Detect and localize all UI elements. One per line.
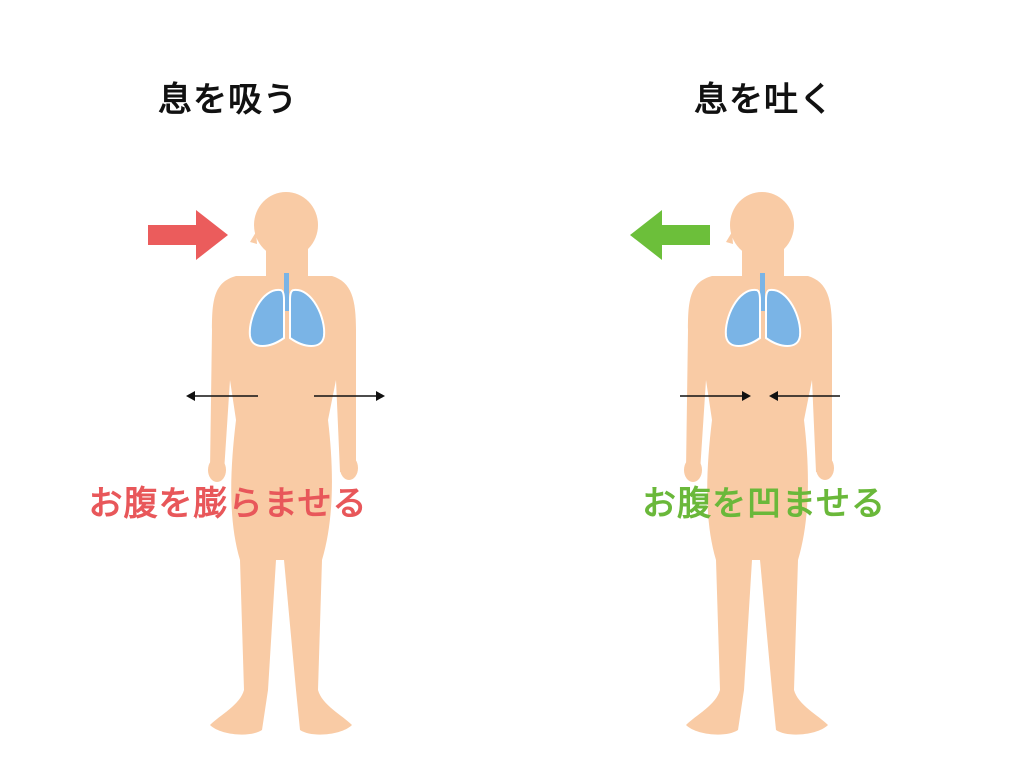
neck bbox=[266, 248, 308, 276]
nose bbox=[250, 232, 257, 244]
lungs bbox=[248, 273, 326, 347]
neck bbox=[742, 248, 784, 276]
body-silhouette bbox=[208, 192, 358, 735]
right-hand bbox=[340, 456, 358, 480]
left-lung bbox=[248, 288, 285, 347]
head bbox=[730, 192, 794, 258]
inhale-panel: 息を吸う bbox=[88, 80, 385, 735]
inhale-title: 息を吸う bbox=[158, 80, 298, 120]
left-lung bbox=[724, 288, 761, 347]
belly-arrow-left bbox=[186, 391, 258, 401]
nose bbox=[726, 232, 733, 244]
torso bbox=[686, 276, 832, 735]
left-hand bbox=[208, 458, 226, 482]
trachea bbox=[760, 273, 765, 311]
exhale-caption: お腹を凹ませる bbox=[642, 484, 886, 524]
belly-arrows-inward bbox=[680, 391, 840, 401]
arrow-right-icon bbox=[148, 210, 228, 260]
belly-arrow-right bbox=[314, 391, 385, 401]
trachea bbox=[284, 273, 289, 311]
exhale-title: 息を吐く bbox=[694, 80, 834, 120]
belly-arrows-outward bbox=[186, 391, 385, 401]
inhale-figure bbox=[148, 192, 385, 735]
arrow-left-icon bbox=[630, 210, 710, 260]
right-lung bbox=[765, 288, 802, 347]
left-hand bbox=[684, 458, 702, 482]
right-lung bbox=[289, 288, 326, 347]
inhale-caption: お腹を膨らませる bbox=[88, 484, 368, 524]
exhale-panel: 息を吐く bbox=[512, 0, 1024, 768]
exhale-figure bbox=[630, 192, 840, 735]
belly-arrow-left bbox=[680, 391, 751, 401]
belly-arrow-right bbox=[769, 391, 840, 401]
lungs bbox=[724, 273, 802, 347]
head bbox=[254, 192, 318, 258]
torso bbox=[210, 276, 356, 735]
right-hand bbox=[816, 456, 834, 480]
body-silhouette bbox=[684, 192, 834, 735]
